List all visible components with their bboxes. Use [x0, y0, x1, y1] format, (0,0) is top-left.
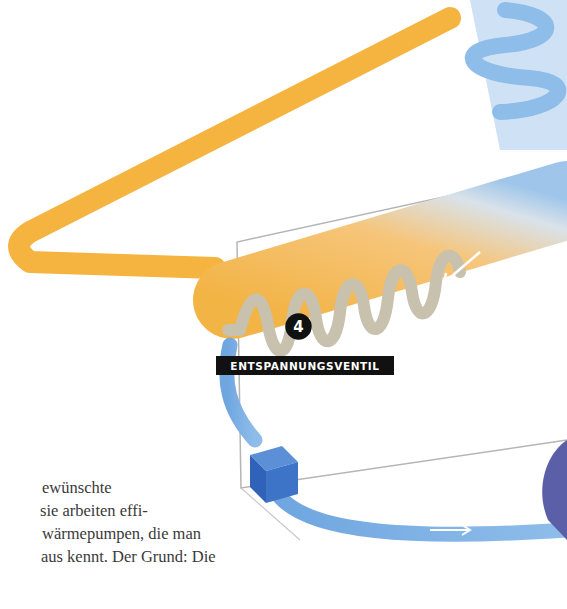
part-name: ENTSPANNUNGSVENTIL	[230, 360, 379, 372]
expansion-valve	[266, 462, 298, 503]
expansion-valve	[250, 455, 266, 503]
condenser-coil	[228, 256, 460, 351]
callout-number: 4	[285, 313, 312, 340]
refrigerant-pipe	[275, 490, 567, 534]
flow-arrow	[430, 529, 470, 531]
compressor-part	[542, 440, 567, 540]
body-text: sie arbeiten effi-	[40, 501, 148, 521]
part-label: ENTSPANNUNGSVENTIL	[216, 356, 394, 375]
flow-arrow	[240, 133, 275, 150]
callout-number: 4	[293, 318, 303, 336]
flow-arrow	[268, 131, 276, 139]
flow-arrow	[462, 525, 470, 535]
body-text: ewünschte	[42, 478, 112, 498]
evaporator-area	[470, 0, 567, 150]
flow-arrow	[444, 273, 454, 283]
condenser-body	[232, 200, 567, 300]
evaporator-coil	[473, 10, 559, 112]
body-text: wärmepumpen, die man	[42, 524, 201, 544]
body-text: aus kennt. Der Grund: Die	[41, 547, 216, 567]
flow-arrow	[445, 252, 480, 282]
